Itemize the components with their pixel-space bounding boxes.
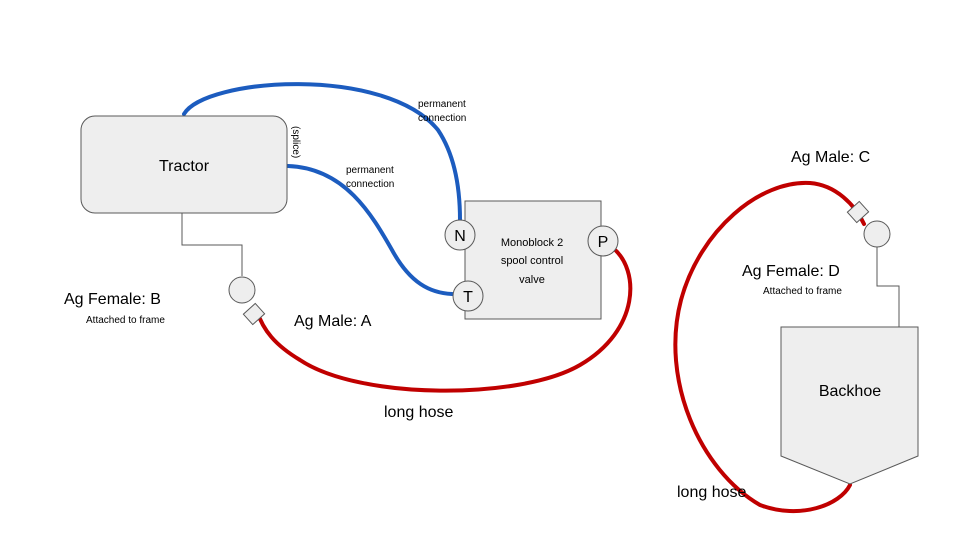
ag-female-d-label: Ag Female: D xyxy=(742,263,840,280)
tractor-frame-link xyxy=(181,213,243,276)
port-p-label: P xyxy=(598,234,609,251)
permanent-hose-n xyxy=(182,82,462,222)
ag-female-b-coupler xyxy=(228,276,256,304)
valve-label-line-3: valve xyxy=(519,274,545,286)
long-hose-2-label: long hose xyxy=(677,484,746,501)
ag-female-b-note: Attached to frame xyxy=(86,315,165,326)
permanent-connection-1-line-2: connection xyxy=(418,113,466,124)
permanent-connection-2-line-1: permanent xyxy=(346,165,394,176)
long-hose-1-path xyxy=(255,246,633,393)
ag-male-a-label: Ag Male: A xyxy=(294,313,372,330)
valve-box xyxy=(464,200,602,320)
long-hose-2-path xyxy=(673,180,866,514)
long-hose-1-label: long hose xyxy=(384,404,453,421)
port-n-label: N xyxy=(454,228,466,245)
permanent-connection-2-line-2: connection xyxy=(346,179,394,190)
splice-label: (splice) xyxy=(290,126,301,158)
backhoe-frame-link xyxy=(876,246,900,327)
permanent-hose-t xyxy=(286,164,454,296)
valve-label-line-2: spool control xyxy=(501,255,563,267)
tractor-box xyxy=(80,115,288,214)
permanent-connection-1-line-1: permanent xyxy=(418,99,466,110)
ag-male-c-coupler xyxy=(846,200,870,224)
ag-male-c-label: Ag Male: C xyxy=(791,149,870,166)
ag-female-b-label: Ag Female: B xyxy=(64,291,161,308)
port-t xyxy=(452,280,484,312)
port-n xyxy=(444,219,476,251)
backhoe-label: Backhoe xyxy=(819,383,881,400)
backhoe-shape xyxy=(780,326,919,485)
valve-label-line-1: Monoblock 2 xyxy=(501,237,563,249)
ag-male-a-coupler xyxy=(242,302,266,326)
port-p xyxy=(587,225,619,257)
ag-female-d-note: Attached to frame xyxy=(763,286,842,297)
port-t-label: T xyxy=(463,289,473,306)
tractor-label: Tractor xyxy=(159,158,210,175)
ag-female-d-coupler xyxy=(863,220,891,248)
